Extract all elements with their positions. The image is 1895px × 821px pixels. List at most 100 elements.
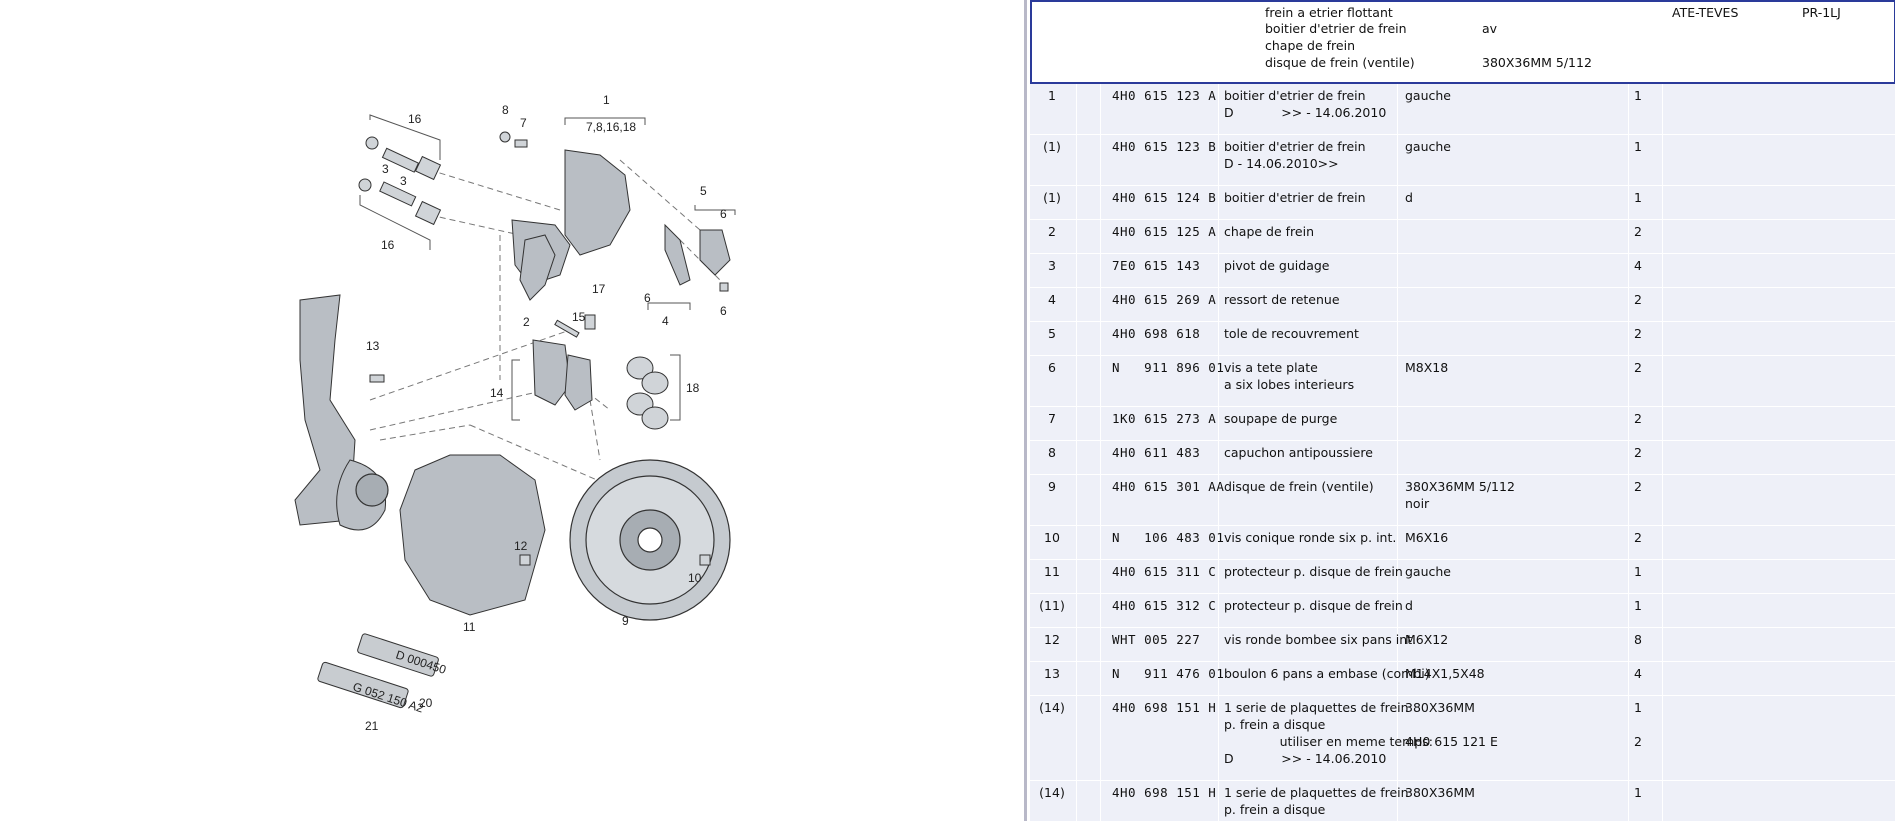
column-divider xyxy=(1397,475,1398,525)
position-number: 3 xyxy=(1048,258,1056,273)
column-divider xyxy=(1662,628,1663,661)
part-number: N 911 896 01 xyxy=(1112,360,1225,375)
position-number: (14) xyxy=(1039,700,1065,715)
label-10: 10 xyxy=(688,571,702,585)
position-number: 5 xyxy=(1048,326,1056,341)
description-line: p. frein a disque xyxy=(1224,802,1326,817)
column-divider xyxy=(1100,84,1101,134)
column-divider xyxy=(1628,594,1629,627)
column-divider xyxy=(1628,475,1629,525)
column-divider xyxy=(1076,322,1077,355)
column-divider xyxy=(1076,526,1077,559)
description-line: D - 14.06.2010>> xyxy=(1224,156,1339,171)
quantity: 4 xyxy=(1634,258,1642,273)
column-divider xyxy=(1397,135,1398,185)
description-line: boitier d'etrier de frein xyxy=(1224,139,1366,154)
description-line: 1 serie de plaquettes de frein xyxy=(1224,700,1409,715)
label-17: 17 xyxy=(592,282,606,296)
quantity: 2 xyxy=(1634,411,1642,426)
column-divider xyxy=(1397,186,1398,219)
spec-line: 380X36MM 5/112 xyxy=(1405,479,1515,494)
column-divider xyxy=(1397,628,1398,661)
column-divider xyxy=(1662,781,1663,821)
label-14: 14 xyxy=(490,386,504,400)
part-number: 4H0 615 312 C xyxy=(1112,598,1217,613)
label-6c: 6 xyxy=(720,304,727,318)
label-16a: 16 xyxy=(408,112,422,126)
part-number: WHT 005 227 xyxy=(1112,632,1201,647)
quantity: 2 xyxy=(1634,224,1642,239)
column-divider xyxy=(1076,186,1077,219)
part-number: N 106 483 01 xyxy=(1112,530,1225,545)
description-line: a six lobes interieurs xyxy=(1224,377,1355,392)
column-divider xyxy=(1218,322,1219,355)
label-20: 20 xyxy=(419,696,433,710)
column-divider xyxy=(1076,254,1077,287)
part-number: 4H0 615 311 C xyxy=(1112,564,1217,579)
quantity: 1 xyxy=(1634,785,1642,800)
label-16b: 16 xyxy=(381,238,395,252)
column-divider xyxy=(1218,696,1219,780)
column-divider xyxy=(1076,135,1077,185)
part-number: 4H0 698 618 xyxy=(1112,326,1201,341)
description-line: vis a tete plate xyxy=(1224,360,1318,375)
column-divider xyxy=(1076,560,1077,593)
column-divider xyxy=(1076,662,1077,695)
spec-line: gauche xyxy=(1405,88,1452,103)
part-number: 4H0 615 301 AA xyxy=(1112,479,1225,494)
column-divider xyxy=(1076,84,1077,134)
column-divider xyxy=(1100,475,1101,525)
column-divider xyxy=(1100,407,1101,440)
column-divider xyxy=(1218,135,1219,185)
column-divider xyxy=(1397,662,1398,695)
spec-line: 380X36MM xyxy=(1405,785,1475,800)
column-divider xyxy=(1100,628,1101,661)
quantity: 1 xyxy=(1634,700,1642,715)
part-number: 7E0 615 143 xyxy=(1112,258,1201,273)
column-divider xyxy=(1662,322,1663,355)
column-divider xyxy=(1100,254,1101,287)
label-3a: 3 xyxy=(382,162,389,176)
position-number: 4 xyxy=(1048,292,1056,307)
column-divider xyxy=(1076,781,1077,821)
part-number: 4H0 615 123 B xyxy=(1112,139,1217,154)
column-divider xyxy=(1628,441,1629,474)
column-divider xyxy=(1076,594,1077,627)
position-number: 9 xyxy=(1048,479,1056,494)
column-divider xyxy=(1218,84,1219,134)
column-divider xyxy=(1397,356,1398,406)
column-divider xyxy=(1662,288,1663,321)
label-21: 21 xyxy=(365,719,379,733)
description-line: boitier d'etrier de frein xyxy=(1224,190,1366,205)
header-line1: frein a etrier flottant xyxy=(1265,5,1393,20)
description-line: disque de frein (ventile) xyxy=(1224,479,1374,494)
column-divider xyxy=(1076,441,1077,474)
description-line: chape de frein xyxy=(1224,224,1315,239)
column-divider xyxy=(1628,84,1629,134)
column-divider xyxy=(1662,254,1663,287)
column-divider xyxy=(1397,594,1398,627)
column-divider xyxy=(1628,220,1629,253)
column-divider xyxy=(1397,220,1398,253)
column-divider xyxy=(1218,560,1219,593)
part-number: N 911 476 01 xyxy=(1112,666,1225,681)
spec-line: 380X36MM xyxy=(1405,700,1475,715)
